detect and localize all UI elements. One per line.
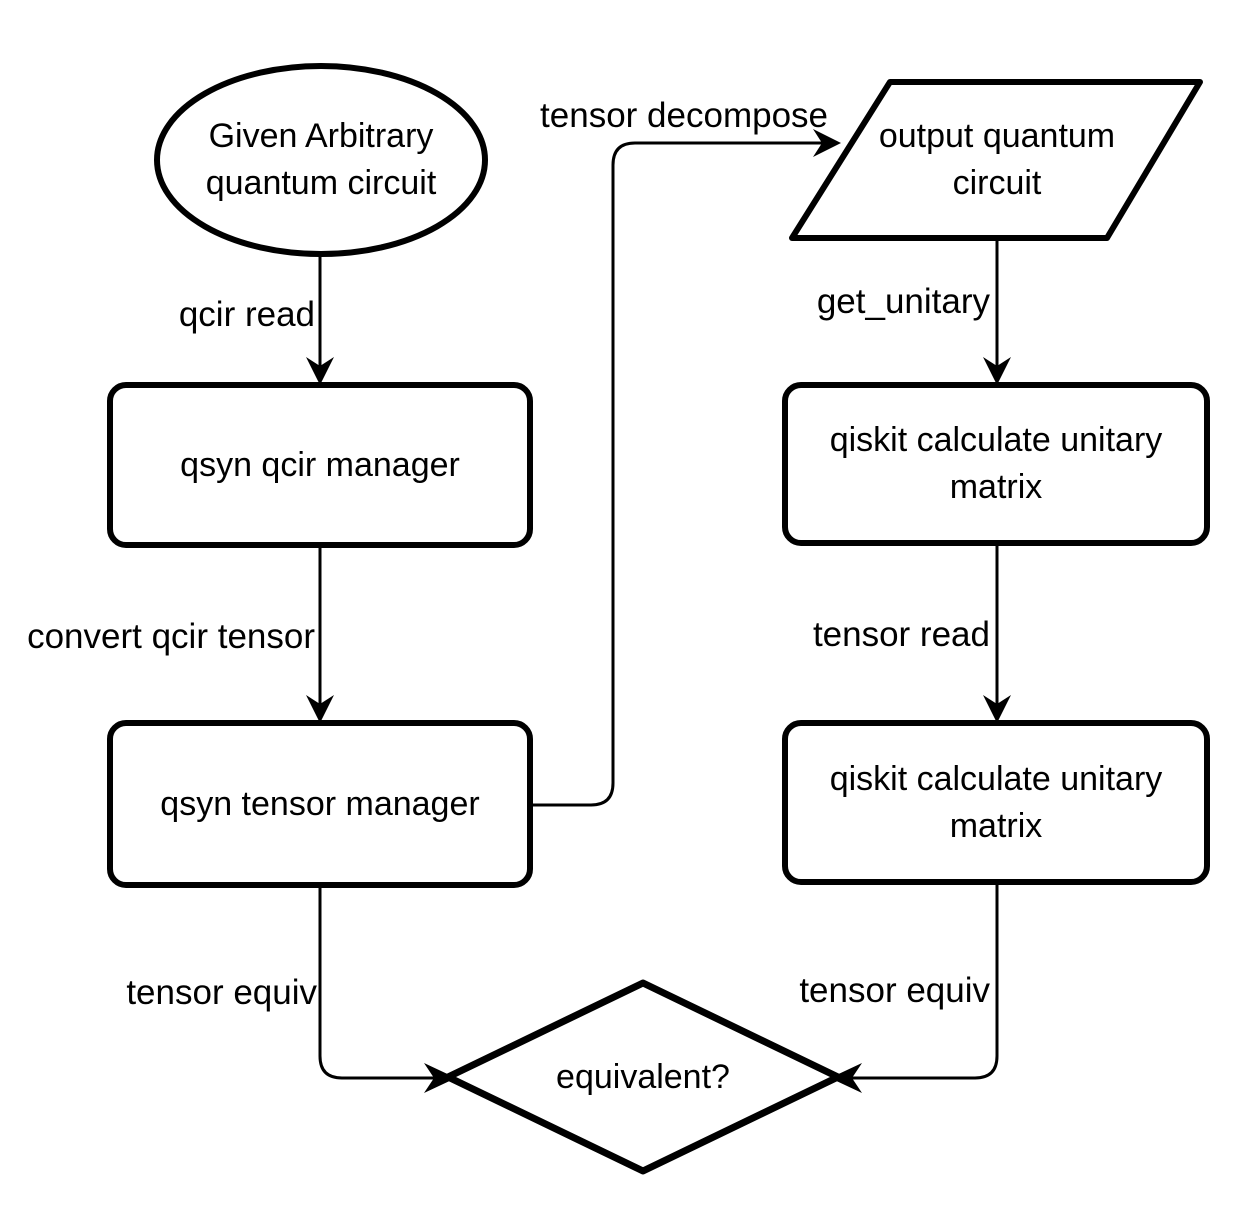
arrowhead-tensor-decompose [813,129,841,157]
edge-tensor-equiv-left-line [318,885,436,1080]
node-qiskit-unitary-top-shape [782,382,1210,546]
node-given-circuit-shape [154,63,488,257]
node-output-circuit-shape [789,79,1203,241]
node-qsyn-qcir-manager-shape [107,382,533,548]
arrowhead-get-unitary [983,357,1011,385]
node-equivalent-shape [444,979,842,1175]
arrowhead-tensor-equiv-right [830,1063,862,1093]
edge-tensor-decompose-line [530,141,824,807]
node-qiskit-unitary-bottom-shape [782,720,1210,885]
arrowhead-convert-qcir-tensor [306,695,334,723]
arrowhead-qcir-read [306,357,334,385]
node-qsyn-tensor-manager-shape [107,720,533,888]
edge-tensor-equiv-right-line [852,882,999,1080]
arrowhead-tensor-equiv-left [424,1063,456,1093]
arrowhead-tensor-read [983,695,1011,723]
